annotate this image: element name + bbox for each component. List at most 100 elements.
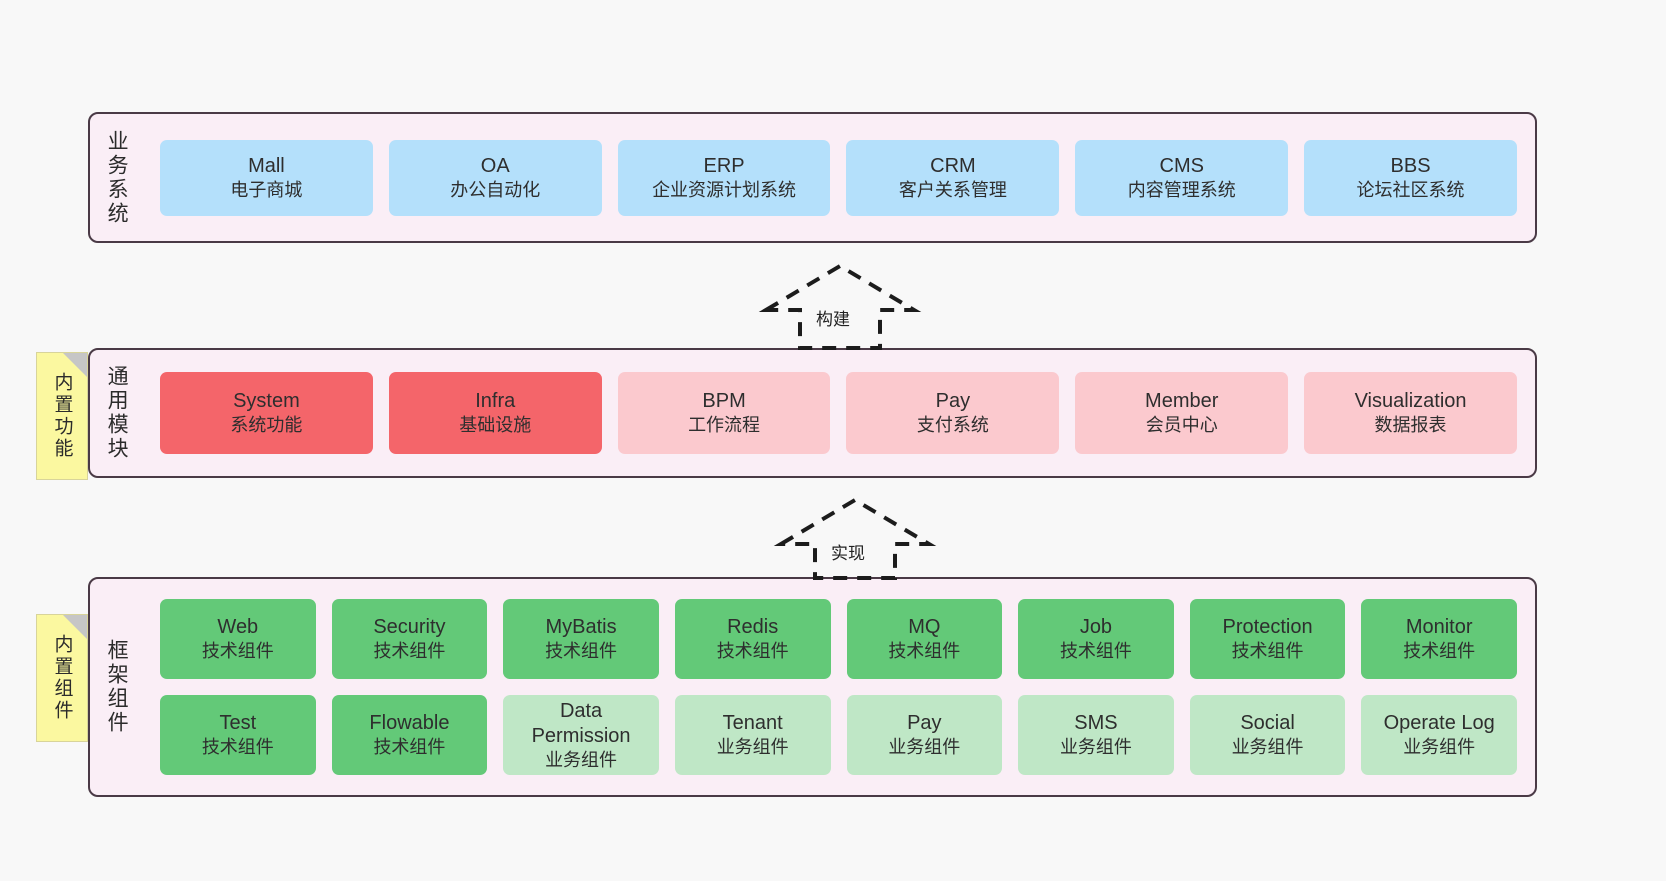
card-redis-title: Redis — [727, 616, 779, 639]
card-test-subtitle: 技术组件 — [201, 737, 274, 758]
card-redis-subtitle: 技术组件 — [716, 641, 789, 662]
card-mq-title: MQ — [908, 616, 941, 639]
connector-build: 构建 — [750, 258, 930, 350]
card-mall-title: Mall — [248, 154, 285, 177]
layer-framework-component-title: 框架组件 — [105, 639, 129, 735]
card-erp[interactable]: ERP 企业资源计划系统 — [617, 139, 831, 216]
card-flowable-subtitle: 技术组件 — [373, 737, 446, 758]
common-card-row: System 系统功能 Infra 基础设施 BPM 工作流程 Pay 支付系统… — [152, 372, 1525, 454]
card-pay-component[interactable]: Pay 业务组件 — [846, 695, 1003, 775]
card-bpm-subtitle: 工作流程 — [688, 415, 761, 436]
note-fold-corner-icon — [63, 353, 87, 377]
card-mybatis-title: MyBatis — [545, 616, 617, 639]
layer-common-module: 通用模块 System 系统功能 Infra 基础设施 BPM 工作流程 Pay… — [88, 348, 1537, 478]
card-bpm[interactable]: BPM 工作流程 — [617, 372, 831, 454]
card-test-title: Test — [219, 712, 257, 735]
card-erp-subtitle: 企业资源计划系统 — [652, 179, 797, 200]
card-pay-component-title: Pay — [907, 712, 942, 735]
card-cms-title: CMS — [1159, 154, 1204, 177]
card-data-permission-title: Data Permission — [531, 699, 631, 747]
card-operate-log-subtitle: 业务组件 — [1403, 737, 1476, 758]
layer-common-module-title: 通用模块 — [105, 365, 129, 461]
card-monitor-subtitle: 技术组件 — [1403, 641, 1476, 662]
card-bpm-title: BPM — [702, 390, 746, 413]
card-pay-module[interactable]: Pay 支付系统 — [846, 372, 1060, 454]
card-security[interactable]: Security 技术组件 — [331, 599, 488, 679]
card-mall[interactable]: Mall 电子商城 — [160, 139, 373, 216]
connector-implement-shape — [773, 497, 937, 580]
card-member-subtitle: 会员中心 — [1145, 415, 1218, 436]
card-bbs[interactable]: BBS 论坛社区系统 — [1304, 139, 1517, 216]
card-member[interactable]: Member 会员中心 — [1075, 372, 1289, 454]
card-web-subtitle: 技术组件 — [201, 641, 274, 662]
card-monitor[interactable]: Monitor 技术组件 — [1361, 599, 1517, 679]
card-crm-subtitle: 客户关系管理 — [898, 179, 1007, 200]
framework-row-business: Test 技术组件 Flowable 技术组件 Data Permission … — [152, 695, 1525, 775]
card-crm-title: CRM — [930, 154, 976, 177]
card-system[interactable]: System 系统功能 — [160, 372, 373, 454]
connector-implement-label: 实现 — [831, 544, 865, 563]
layer-business-system: 业务系统 Mall 电子商城 OA 办公自动化 ERP 企业资源计划系统 CRM… — [88, 112, 1537, 243]
card-operate-log-title: Operate Log — [1383, 712, 1495, 735]
layer-business-system-body: Mall 电子商城 OA 办公自动化 ERP 企业资源计划系统 CRM 客户关系… — [142, 114, 1535, 241]
card-flowable-title: Flowable — [369, 712, 450, 735]
card-data-permission-subtitle: 业务组件 — [545, 749, 618, 770]
card-protection[interactable]: Protection 技术组件 — [1189, 599, 1346, 679]
card-social-subtitle: 业务组件 — [1231, 737, 1304, 758]
card-visualization[interactable]: Visualization 数据报表 — [1304, 372, 1517, 454]
card-system-title: System — [233, 390, 300, 413]
connector-implement: 实现 — [765, 492, 945, 580]
framework-card-rows: Web 技术组件 Security 技术组件 MyBatis 技术组件 Redi… — [152, 585, 1525, 789]
card-cms[interactable]: CMS 内容管理系统 — [1075, 139, 1289, 216]
framework-row-tech: Web 技术组件 Security 技术组件 MyBatis 技术组件 Redi… — [152, 599, 1525, 679]
card-tenant[interactable]: Tenant 业务组件 — [674, 695, 831, 775]
card-pay-module-subtitle: 支付系统 — [916, 415, 989, 436]
note-builtin-component-label: 内置组件 — [51, 634, 73, 722]
card-erp-title: ERP — [703, 154, 745, 177]
card-infra[interactable]: Infra 基础设施 — [388, 372, 602, 454]
card-mq[interactable]: MQ 技术组件 — [846, 599, 1003, 679]
note-fold-corner-icon — [63, 615, 87, 639]
card-social[interactable]: Social 业务组件 — [1189, 695, 1346, 775]
card-protection-subtitle: 技术组件 — [1231, 641, 1304, 662]
card-crm[interactable]: CRM 客户关系管理 — [846, 139, 1060, 216]
connector-build-shape — [758, 263, 922, 350]
card-test[interactable]: Test 技术组件 — [160, 695, 316, 775]
business-card-row: Mall 电子商城 OA 办公自动化 ERP 企业资源计划系统 CRM 客户关系… — [152, 139, 1525, 216]
note-builtin-function: 内置功能 — [36, 352, 88, 480]
note-builtin-component: 内置组件 — [36, 614, 88, 742]
card-security-subtitle: 技术组件 — [373, 641, 446, 662]
card-operate-log[interactable]: Operate Log 业务组件 — [1361, 695, 1517, 775]
card-redis[interactable]: Redis 技术组件 — [674, 599, 831, 679]
card-visualization-title: Visualization — [1354, 390, 1467, 413]
card-web[interactable]: Web 技术组件 — [160, 599, 316, 679]
card-tenant-subtitle: 业务组件 — [716, 737, 789, 758]
card-job[interactable]: Job 技术组件 — [1018, 599, 1174, 679]
card-pay-module-title: Pay — [935, 390, 971, 413]
card-web-title: Web — [217, 616, 259, 639]
card-protection-title: Protection — [1222, 616, 1313, 639]
card-monitor-title: Monitor — [1405, 616, 1473, 639]
card-tenant-title: Tenant — [722, 712, 783, 735]
card-bbs-subtitle: 论坛社区系统 — [1356, 179, 1465, 200]
connector-build-label: 构建 — [816, 310, 850, 329]
note-builtin-function-label: 内置功能 — [51, 372, 73, 460]
card-infra-subtitle: 基础设施 — [459, 415, 532, 436]
card-flowable[interactable]: Flowable 技术组件 — [331, 695, 488, 775]
card-visualization-subtitle: 数据报表 — [1374, 415, 1447, 436]
layer-framework-component: 框架组件 Web 技术组件 Security 技术组件 MyBatis 技术组件 — [88, 577, 1537, 797]
card-pay-component-subtitle: 业务组件 — [888, 737, 961, 758]
layer-framework-component-body: Web 技术组件 Security 技术组件 MyBatis 技术组件 Redi… — [142, 579, 1535, 795]
card-job-title: Job — [1079, 616, 1113, 639]
card-security-title: Security — [373, 616, 446, 639]
card-mybatis[interactable]: MyBatis 技术组件 — [503, 599, 659, 679]
card-oa[interactable]: OA 办公自动化 — [388, 139, 602, 216]
card-system-subtitle: 系统功能 — [230, 415, 303, 436]
card-data-permission[interactable]: Data Permission 业务组件 — [503, 695, 659, 775]
card-mq-subtitle: 技术组件 — [888, 641, 961, 662]
card-mall-subtitle: 电子商城 — [230, 179, 303, 200]
card-bbs-title: BBS — [1390, 154, 1431, 177]
card-sms[interactable]: SMS 业务组件 — [1018, 695, 1174, 775]
card-mybatis-subtitle: 技术组件 — [545, 641, 618, 662]
